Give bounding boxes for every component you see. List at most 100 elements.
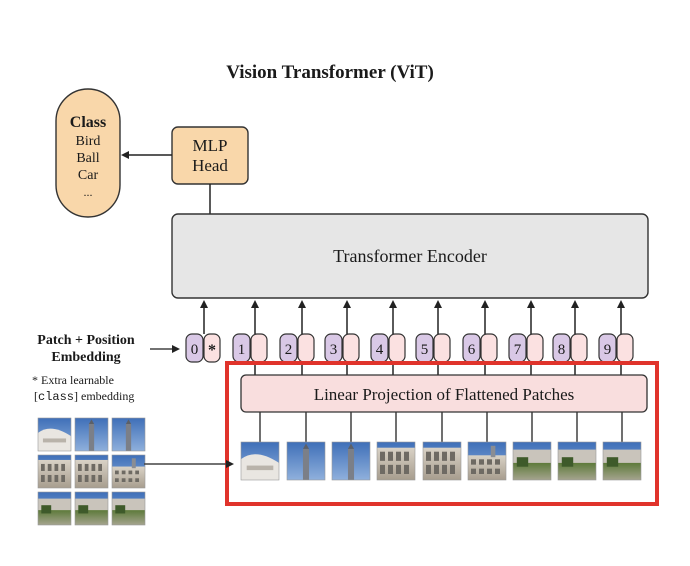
note-code: class	[38, 390, 74, 404]
patch-window	[471, 459, 476, 465]
flattened-patch-1	[240, 441, 280, 481]
class-item: Car	[78, 168, 99, 183]
patch-window	[128, 470, 133, 475]
patch-connector-lines	[259, 412, 623, 442]
patch-window	[47, 463, 52, 471]
patch-frame	[467, 441, 507, 481]
patch-window	[91, 474, 96, 482]
patch-frame	[111, 454, 146, 489]
patch-window	[78, 463, 82, 471]
class-item: ...	[84, 185, 93, 199]
patch-frame	[74, 454, 109, 489]
patch-embedding	[342, 333, 360, 363]
patch-embedding	[297, 333, 315, 363]
patch-window	[380, 451, 385, 461]
patch-window	[115, 478, 119, 482]
patch-window	[121, 470, 126, 475]
patch-window	[471, 468, 476, 474]
patch-spire	[347, 443, 355, 449]
position-embedding	[185, 333, 204, 363]
position-index: 6	[468, 342, 476, 358]
patch-window	[78, 474, 82, 482]
patch-frame	[422, 441, 462, 481]
embedding-token: 0*	[185, 333, 221, 363]
patch-window	[135, 478, 139, 482]
patch-window	[479, 459, 484, 465]
patch-facade	[112, 466, 145, 488]
flattened-patch-5	[422, 441, 462, 481]
class-item: Bird	[76, 134, 101, 149]
patch-window	[450, 451, 455, 461]
patch-window	[54, 463, 59, 471]
patch-window	[115, 470, 119, 475]
patch-tree	[561, 457, 574, 467]
patch-frame	[376, 441, 416, 481]
patch-tower	[347, 448, 355, 480]
embedding-token: 3	[324, 333, 360, 363]
position-index: 5	[421, 342, 429, 358]
patch-embedding	[250, 333, 268, 363]
patch-frame	[111, 417, 146, 452]
note-line2: [class] embedding	[34, 389, 134, 404]
linear-projection-label: Linear Projection of Flattened Patches	[314, 385, 575, 404]
patch-spire	[302, 443, 310, 449]
position-index: 9	[604, 342, 612, 358]
embedding-token: 2	[279, 333, 315, 363]
embedding-label-line1: Patch + Position	[37, 333, 135, 348]
patch-tower	[490, 445, 496, 458]
patch-frame	[557, 441, 597, 481]
source-patch-5	[74, 454, 109, 489]
class-output-box	[55, 88, 121, 218]
patch-spire	[88, 419, 95, 424]
patch-window	[404, 451, 409, 461]
patch-window	[61, 463, 65, 471]
patch-tree	[516, 457, 529, 467]
patch-tower	[302, 448, 310, 480]
note-bracket-open: [	[34, 389, 38, 403]
patch-frame	[111, 491, 146, 526]
token-arrows	[200, 300, 625, 375]
flattened-patch-4	[376, 441, 416, 481]
source-patch-1	[37, 417, 72, 452]
patch-window	[495, 459, 500, 465]
patch-tower	[125, 423, 132, 451]
patch-facade	[468, 455, 506, 480]
patch-window	[396, 451, 401, 461]
patch-window	[41, 463, 45, 471]
patch-window	[128, 478, 133, 482]
patch-ledge	[246, 465, 274, 471]
class-heading: Class	[70, 114, 106, 131]
position-index: 0	[191, 342, 199, 358]
embedding-token: 6	[462, 333, 498, 363]
patch-window	[487, 468, 492, 474]
mlp-head-label-line1: MLP	[193, 136, 228, 155]
diagram-title: Vision Transformer (ViT)	[226, 62, 434, 83]
embedding-label-line2: Embedding	[51, 350, 120, 365]
patch-ground	[112, 510, 145, 525]
patch-window	[434, 451, 439, 461]
flattened-patch-9	[602, 441, 642, 481]
patch-window	[121, 478, 126, 482]
embedding-token: 9	[598, 333, 634, 363]
patch-window	[135, 470, 139, 475]
position-index: 2	[285, 342, 293, 358]
position-index: 7	[514, 342, 522, 358]
flattened-patch-row	[240, 441, 642, 481]
patch-window	[98, 474, 102, 482]
transformer-encoder-label: Transformer Encoder	[333, 246, 487, 266]
source-patch-2	[74, 417, 109, 452]
patch-window	[434, 464, 439, 474]
patch-embedding	[388, 333, 406, 363]
patch-tower	[88, 423, 95, 451]
flattened-patch-2	[286, 441, 326, 481]
transformer-encoder-box	[171, 213, 649, 299]
patch-tower	[131, 458, 136, 469]
patch-embedding	[203, 333, 221, 363]
patch-window	[388, 451, 393, 461]
patch-window	[426, 464, 431, 474]
note-suffix: ] embedding	[74, 389, 134, 403]
flattened-patch-7	[512, 441, 552, 481]
patch-ground	[75, 510, 108, 525]
patch-window	[380, 464, 385, 474]
source-image-grid	[37, 417, 146, 526]
